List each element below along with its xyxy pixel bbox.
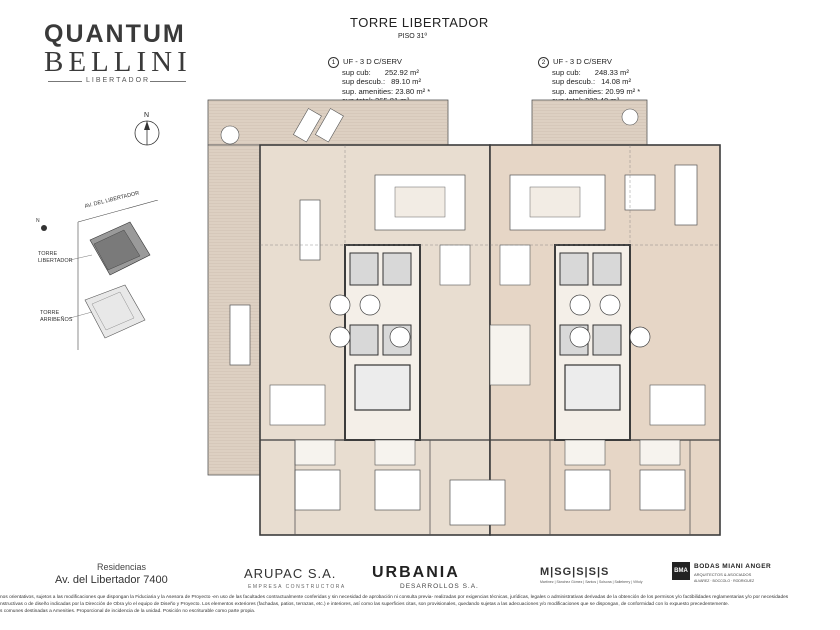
disclaimer-line: nos orientativos, sujetos a las modifica… <box>0 595 789 600</box>
area-label: sup descub.: <box>552 77 596 87</box>
compass-icon <box>134 120 160 146</box>
svg-text:N: N <box>36 218 40 224</box>
address-label: Av. del Libertador 7400 <box>55 574 168 586</box>
bma-logo: BMA <box>672 562 690 580</box>
residencias-label: Residencias <box>97 562 147 572</box>
area-label: sup. amenities: <box>342 86 394 96</box>
urbania-sub: DESARROLLOS S.A. <box>400 583 479 590</box>
area-label: sup descub.: <box>342 77 386 87</box>
unit-number-badge: 1 <box>328 57 339 68</box>
bma-sub2: ALVAREZ · BOCCOLO · RODRIGUEZ <box>694 579 755 583</box>
brand-rule-left <box>48 81 82 82</box>
unit-number-badge: 2 <box>538 57 549 68</box>
urbania-logo: URBANIA <box>372 564 460 581</box>
north-label: N <box>144 112 150 119</box>
area-value: 89.10 m² <box>391 77 422 87</box>
brand-logo-quantum: QUANTUM <box>44 20 186 48</box>
area-value: 248.33 m² <box>594 68 629 77</box>
area-label: sup cub: <box>342 68 371 77</box>
area-label: sup cub: <box>552 68 581 77</box>
area-value: 14.08 m² <box>601 77 632 87</box>
brand-logo-bellini: BELLINI <box>44 46 192 78</box>
bma-sub: ARQUITECTOS & ASOCIADOS <box>694 572 752 577</box>
bma-name: BODAS MIANI ANGER <box>694 563 772 570</box>
unit-type: UF - 3 D C/SERV <box>343 57 402 66</box>
msgsss-logo: M|SG|S|S|S <box>540 566 610 578</box>
tower-title: TORRE LIBERTADOR <box>350 15 489 30</box>
legal-disclaimer: nos orientativos, sujetos a las modifica… <box>0 595 840 615</box>
arupac-logo: ARUPAC S.A. <box>244 566 337 581</box>
disclaimer-line: s comunes destinadas a Amenities. Propor… <box>0 608 256 614</box>
unit-type: UF - 3 D C/SERV <box>553 57 612 66</box>
floor-label: PISO 31º <box>398 33 428 40</box>
area-value: 252.92 m² <box>384 68 419 77</box>
area-value: 20.99 m² * <box>605 86 641 96</box>
brand-logo-sub: LIBERTADOR <box>86 77 151 84</box>
site-plan-map: N <box>36 200 159 350</box>
area-value: 23.80 m² * <box>395 86 431 96</box>
brand-rule-right <box>150 81 186 82</box>
msgsss-sub: Martínez | Sánchez Gómez | Santos | Sols… <box>540 580 643 584</box>
floor-plan-drawing <box>207 99 721 536</box>
arupac-sub: EMPRESA CONSTRUCTORA <box>248 584 346 590</box>
area-label: sup. amenities: <box>552 86 604 96</box>
disclaimer-line: nstructivas o de diseño indicadas por la… <box>0 601 730 607</box>
